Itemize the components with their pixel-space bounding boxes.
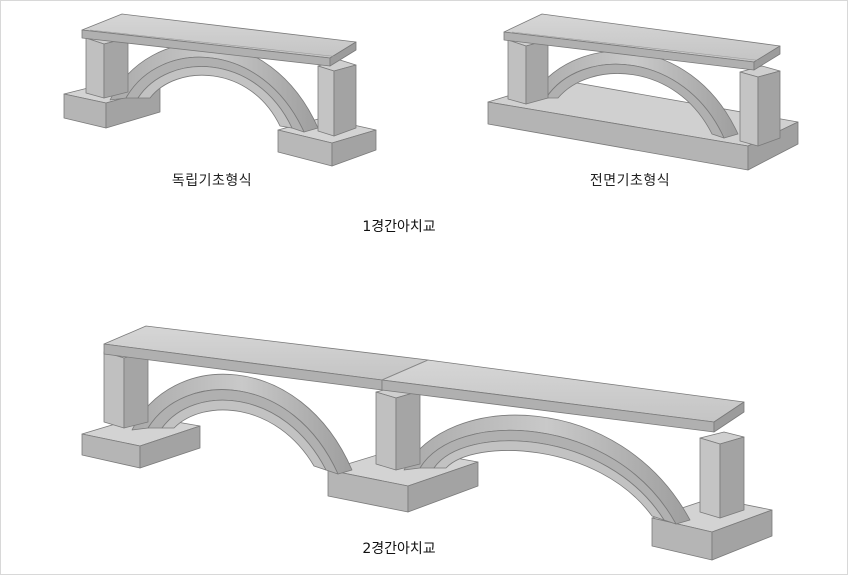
middle-pier	[375, 385, 421, 471]
right-abutment	[739, 65, 781, 147]
right-abutment	[317, 59, 357, 137]
bridge-mat-foundation	[487, 13, 799, 171]
deck	[503, 13, 781, 71]
bridge-two-span	[81, 325, 773, 561]
caption-mat-foundation: 전면기초형식	[589, 173, 671, 189]
title-single-span: 1경간아치교	[362, 219, 436, 235]
deck-span-2	[381, 359, 745, 433]
caption-independent-foundation: 독립기초형식	[171, 173, 253, 189]
deck	[81, 13, 357, 67]
arch-ribs	[529, 50, 739, 139]
bridge-independent-foundation	[63, 13, 377, 167]
deck-span-1	[103, 325, 429, 391]
title-two-span: 2경간아치교	[362, 541, 436, 557]
left-abutment	[103, 345, 149, 429]
arch-span-2	[403, 414, 691, 525]
left-abutment	[507, 34, 549, 105]
arch-span-1	[131, 374, 353, 475]
right-abutment	[699, 431, 745, 519]
